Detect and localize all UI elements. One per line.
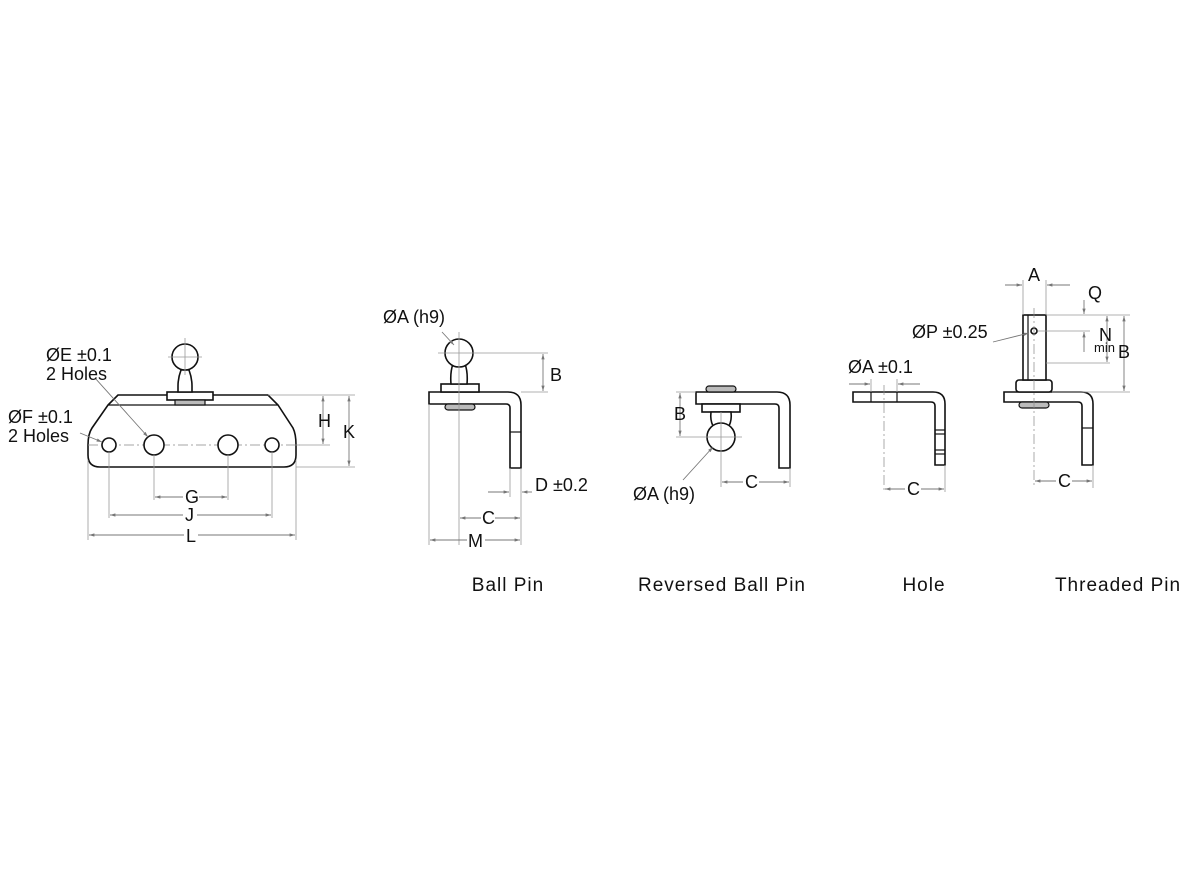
dim-j-label: J (185, 505, 194, 525)
hole-view: ØA ±0.1 C Hole (848, 357, 946, 596)
reversed-ball-pin-dim-c: C (745, 472, 758, 492)
dim-k-label: K (343, 422, 355, 442)
ball-pin-dim-b: B (550, 365, 562, 385)
dim-h-label: H (318, 411, 331, 431)
hole-f-left (101, 437, 117, 453)
threaded-pin-dim-p: ØP ±0.25 (912, 322, 988, 342)
ball-pin-bracket (428, 391, 522, 469)
dim-g-label: G (185, 487, 199, 507)
hole-e-label: ØE ±0.1 (46, 345, 112, 365)
ball-pin-dim-c: C (482, 508, 495, 528)
reversed-ball-pin-caption: Reversed Ball Pin (638, 575, 806, 596)
hole-e-left (143, 434, 165, 456)
reversed-ball-pin-dim-a: ØA (h9) (633, 484, 695, 504)
hole-caption: Hole (902, 575, 945, 596)
hole-dim-a: ØA ±0.1 (848, 357, 913, 377)
threaded-pin-bracket (1003, 391, 1094, 466)
threaded-pin-dim-c: C (1058, 471, 1071, 491)
hole-e-count: 2 Holes (46, 364, 107, 384)
reversed-ball-pin-bracket (695, 391, 791, 469)
hole-f-right (264, 437, 280, 453)
threaded-pin-dim-n: N (1099, 325, 1112, 345)
hole-dim-c: C (907, 479, 920, 499)
ball-pin-caption: Ball Pin (472, 575, 544, 596)
threaded-pin-dim-a: A (1028, 265, 1040, 285)
hole-bracket (852, 391, 946, 466)
reversed-ball-pin-dim-b: B (674, 404, 686, 424)
hole-f-label: ØF ±0.1 (8, 407, 73, 427)
ball-pin-dim-m: M (468, 531, 483, 551)
threaded-pin-dim-n-min: min (1094, 340, 1115, 355)
base-plate-outline (87, 394, 297, 468)
ball-stud-collar (166, 391, 214, 401)
ball-pin-dim-a: ØA (h9) (383, 307, 445, 327)
ball-pin-view: B ØA (h9) D ±0.2 C M Ball Pin (383, 307, 588, 596)
threaded-pin-view: A Q N min B ØP ±0.25 C Threaded Pin (912, 265, 1181, 596)
base-plate-view: H K G J L ØE ±0.1 2 Holes ØF ±0.1 2 Hole… (8, 338, 355, 546)
threaded-stud (1022, 314, 1047, 381)
dim-l-label: L (186, 526, 196, 546)
ball-pin-dim-d: D ±0.2 (535, 475, 588, 495)
threaded-pin-caption: Threaded Pin (1055, 575, 1181, 596)
hole-f-count: 2 Holes (8, 426, 69, 446)
threaded-pin-dim-q: Q (1088, 283, 1102, 303)
hole-e-right (217, 434, 239, 456)
threaded-pin-dim-b: B (1118, 342, 1130, 362)
reversed-ball-pin-view: B ØA (h9) C Reversed Ball Pin (633, 385, 806, 596)
